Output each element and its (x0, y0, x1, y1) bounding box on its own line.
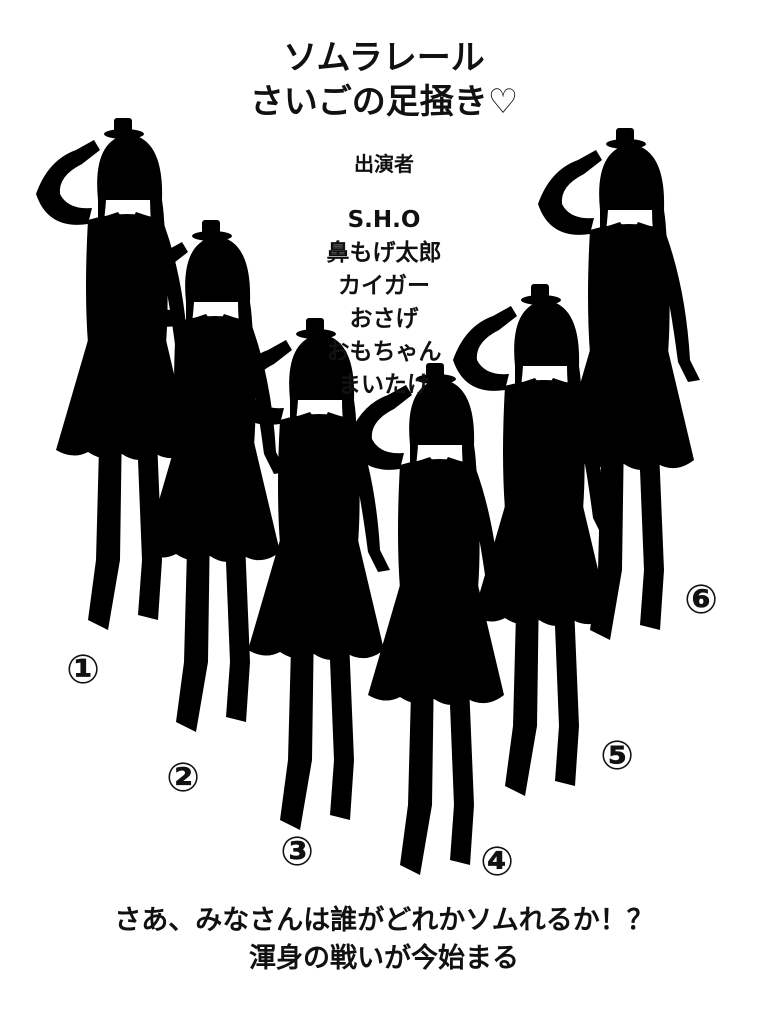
title-line-2: さいごの足掻き♡ (249, 82, 519, 122)
cast-list: S.H.O 鼻もげ太郎 カイガー おさげ おもちゃん まいたけ (0, 204, 768, 402)
cast-heading: 出演者 (354, 152, 414, 176)
number-label-1: ① (66, 647, 100, 693)
cast-member: 鼻もげ太郎 (326, 240, 442, 266)
cast-member: おもちゃん (326, 339, 442, 365)
cast-member: おさげ (349, 306, 419, 332)
cast-member: カイガー (338, 273, 430, 299)
number-label-5: ⑤ (600, 733, 634, 779)
cast-member: S.H.O (347, 207, 421, 233)
number-label-6: ⑥ (684, 577, 718, 623)
number-label-4: ④ (480, 839, 514, 885)
footer-line-2: 渾身の戦いが今始まる (249, 943, 519, 974)
cast-member: まいたけ (338, 372, 430, 398)
number-label-2: ② (166, 755, 200, 801)
footer-line-1: さあ、みなさんは誰がどれかソムれるか！？ (114, 905, 654, 936)
number-label-3: ③ (280, 829, 314, 875)
title-line-1: ソムラレール (283, 38, 485, 78)
